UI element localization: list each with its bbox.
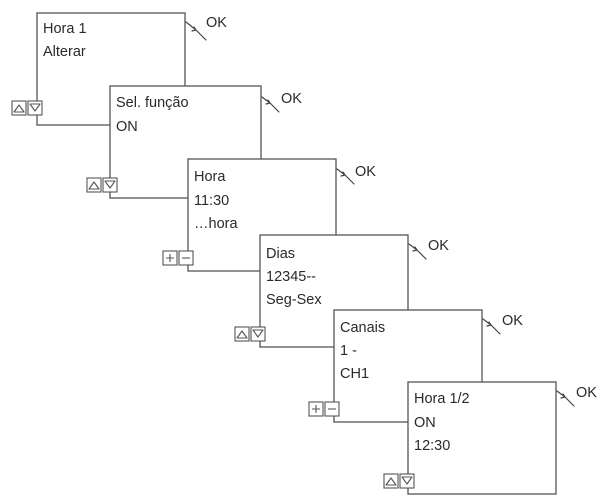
step-3-ok-label: OK [355, 164, 376, 180]
step-4-line-1: Dias [266, 246, 295, 262]
step-6-ok-label: OK [576, 385, 597, 401]
step-5-ok-button[interactable]: OK [482, 313, 523, 335]
step-3-line-3: …hora [194, 216, 238, 232]
step-2-ok-label: OK [281, 91, 302, 107]
step-6-ok-button[interactable]: OK [556, 385, 597, 407]
step-5-minus-button[interactable] [324, 401, 340, 417]
step-4-ok-label: OK [428, 238, 449, 254]
chevron-up-icon [88, 181, 100, 190]
plus-icon [312, 405, 320, 413]
step-2-line-1: Sel. função [116, 95, 189, 111]
step-2-down-button[interactable] [102, 177, 118, 193]
step-4-line-3: Seg-Sex [266, 292, 322, 308]
step-1-ok-button[interactable]: OK [185, 15, 227, 41]
ok-arrow-icon [261, 96, 280, 113]
step-4-up-button[interactable] [234, 326, 250, 342]
step-2-line-2: ON [116, 119, 138, 135]
step-3-line-2: 11:30 [194, 193, 229, 209]
step-5-line-1: Canais [340, 320, 385, 336]
chevron-up-icon [13, 104, 25, 113]
step-5-plus-button[interactable] [308, 401, 324, 417]
ok-arrow-icon [408, 243, 427, 260]
chevron-down-icon [29, 103, 41, 112]
step-3-plus-button[interactable] [162, 250, 178, 266]
step-1-down-button[interactable] [27, 100, 43, 116]
step-6-line-3: 12:30 [414, 438, 450, 454]
chevron-up-icon [385, 477, 397, 486]
step-4-down-button[interactable] [250, 326, 266, 342]
step-3-line-1: Hora [194, 169, 226, 185]
step-6-down-button[interactable] [399, 473, 415, 489]
step-1-up-button[interactable] [11, 100, 27, 116]
step-2-up-button[interactable] [86, 177, 102, 193]
step-6-screen: Hora 1/2 ON 12:30 OK [383, 381, 597, 495]
step-6-line-1: Hora 1/2 [414, 391, 470, 407]
step-6-line-2: ON [414, 415, 436, 431]
step-5-line-3: CH1 [340, 366, 369, 382]
step-2-ok-button[interactable]: OK [261, 91, 302, 113]
step-3-minus-button[interactable] [178, 250, 194, 266]
step-1-line-1: Hora 1 [43, 21, 87, 37]
chevron-up-icon [236, 330, 248, 339]
step-4-ok-button[interactable]: OK [408, 238, 449, 260]
ok-arrow-icon [482, 318, 501, 335]
step-5-line-2: 1 - [340, 343, 357, 359]
chevron-down-icon [104, 180, 116, 189]
ok-arrow-icon [336, 168, 355, 185]
chevron-down-icon [401, 476, 413, 485]
plus-icon [166, 254, 174, 262]
step-5-ok-label: OK [502, 313, 523, 329]
step-1-ok-label: OK [206, 15, 227, 31]
step-4-line-2: 12345-- [266, 269, 316, 285]
step-1-line-2: Alterar [43, 44, 86, 60]
ok-arrow-icon [185, 21, 207, 41]
chevron-down-icon [252, 329, 264, 338]
step-3-ok-button[interactable]: OK [336, 164, 376, 185]
ok-arrow-icon [556, 390, 575, 407]
step-6-up-button[interactable] [383, 473, 399, 489]
